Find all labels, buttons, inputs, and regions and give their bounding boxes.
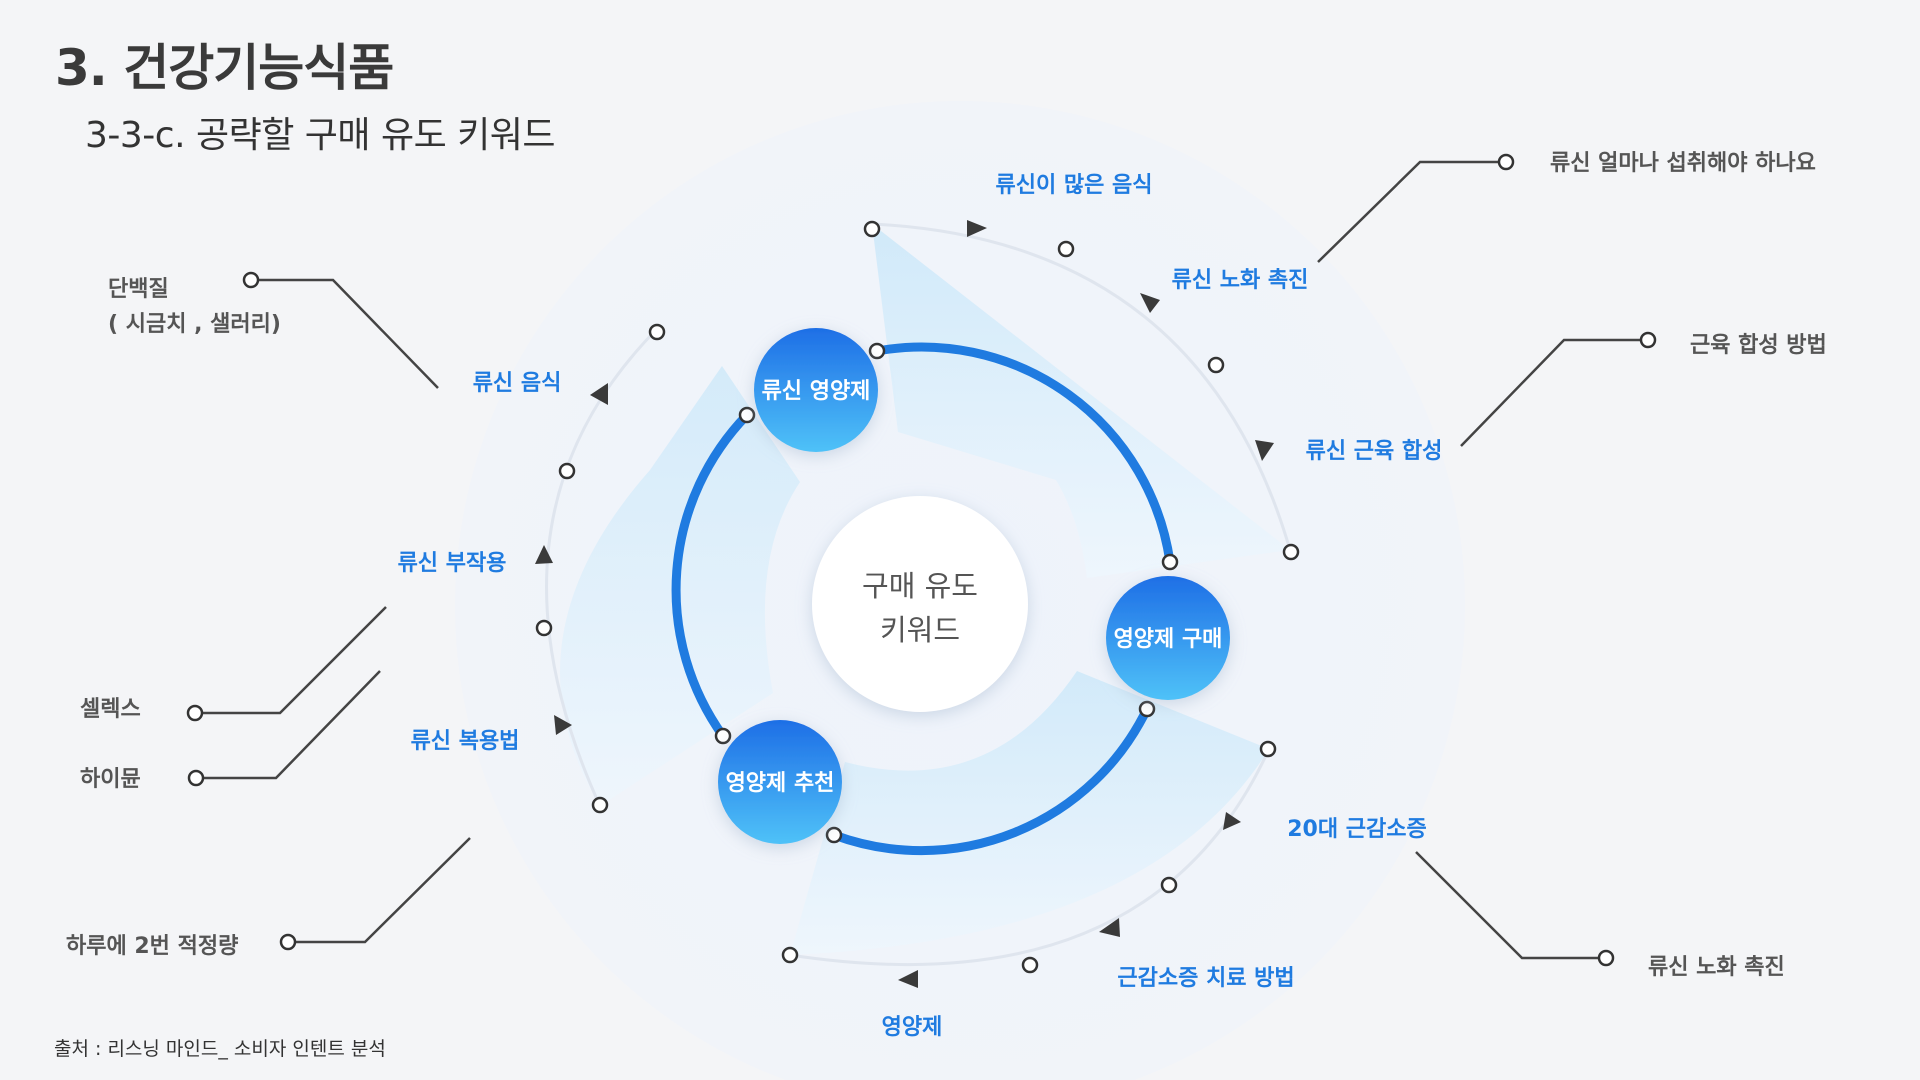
page-subtitle: 3-3-c. 공략할 구매 유도 키워드 (85, 115, 556, 156)
ring-marker (1161, 553, 1179, 571)
outer-label: 류신 얼마나 섭취해야 하나요 (1550, 151, 1816, 176)
node-circle (1106, 576, 1230, 700)
arrow-icon (590, 383, 608, 405)
node-ryusin-supplement: 류신 영양제 (754, 328, 878, 452)
ring-marker (558, 462, 576, 480)
arrow-icon (1223, 812, 1241, 830)
center-title-line2: 키워드 (880, 613, 960, 647)
connector-dot (1639, 331, 1657, 349)
ring-marker (738, 406, 756, 424)
keyword-label: 20대 근감소증 (1287, 817, 1426, 842)
arrow-icon (554, 715, 572, 735)
center-title-line1: 구매 유도 (862, 569, 978, 603)
ring-marker (591, 796, 609, 814)
connector-dot (186, 704, 204, 722)
node-label: 류신 영양제 (762, 379, 871, 404)
sector-band-bottom (790, 671, 1269, 955)
connector-line (1317, 160, 1506, 263)
keyword-label: 류신 복용법 (411, 729, 520, 754)
source-note: 출처 : 리스닝 마인드_ 소비자 인텐트 분석 (54, 1038, 386, 1060)
ring-marker (714, 727, 732, 745)
node-supplement-recommend: 영양제 추천 (718, 720, 842, 844)
node-circle (718, 720, 842, 844)
outer-label: 근육 합성 방법 (1690, 332, 1827, 358)
connector-dot (1597, 949, 1615, 967)
connector-line (251, 278, 439, 389)
ring-marker (781, 946, 799, 964)
outer-label: 하이뮨 (80, 767, 141, 792)
keyword-label: 류신이 많은 음식 (996, 173, 1153, 198)
connector-dot (279, 933, 297, 951)
ring-marker (1207, 356, 1225, 374)
ring-marker (825, 826, 843, 844)
ring-marker (1160, 876, 1178, 894)
node-label: 영양제 추천 (726, 771, 835, 796)
keyword-label: 영양제 (882, 1015, 943, 1040)
connector-line (1415, 851, 1606, 960)
connector-line (288, 837, 471, 944)
ring-marker (863, 220, 881, 238)
page-title: 3. 건강기능식품 (55, 39, 394, 97)
arrow-icon (967, 220, 987, 237)
ring-marker (1057, 240, 1075, 258)
connector-line (196, 670, 381, 780)
keyword-label: 류신 노화 촉진 (1172, 268, 1309, 293)
ring-marker (1259, 740, 1277, 758)
arrow-icon (535, 545, 553, 564)
connector-lines (195, 160, 1648, 960)
outer-arc-top (871, 222, 1292, 551)
connector-line (195, 606, 387, 715)
keyword-label: 류신 음식 (473, 371, 562, 396)
outer-label: 단백질 (108, 277, 169, 302)
node-circle (754, 328, 878, 452)
keyword-label: 근감소증 치료 방법 (1117, 966, 1294, 991)
inner-arc-left (671, 410, 752, 741)
outer-label: 하루에 2번 적정량 (66, 934, 238, 959)
direction-arrows (535, 220, 1274, 988)
keyword-label: 류신 근육 합성 (1306, 438, 1443, 464)
outer-arc-left (545, 328, 658, 807)
ring-markers (535, 220, 1300, 974)
connector-dot (242, 271, 260, 289)
keyword-label: 류신 부작용 (398, 551, 507, 576)
center-circle (812, 496, 1028, 712)
ring-marker (1282, 543, 1300, 561)
outer-label: ( 시금치 , 샐러리) (108, 312, 281, 337)
connector-dots (186, 153, 1657, 967)
arrow-icon (1255, 440, 1274, 461)
outer-label: 류신 노화 촉진 (1648, 955, 1785, 980)
inner-arc-top (872, 342, 1175, 567)
connector-dot (187, 769, 205, 787)
ring-marker (1138, 700, 1156, 718)
ring-marker (1021, 956, 1039, 974)
ring-marker (648, 323, 666, 341)
outer-label: 셀렉스 (80, 697, 141, 722)
arrow-icon (1099, 918, 1120, 937)
inner-arc-bottom (829, 704, 1152, 856)
ring-marker (535, 619, 553, 637)
connector-line (1460, 338, 1648, 447)
node-supplement-purchase: 영양제 구매 (1106, 576, 1230, 700)
arrow-icon (1140, 293, 1160, 313)
connector-dot (1497, 153, 1515, 171)
node-label: 영양제 구매 (1114, 627, 1223, 652)
arrow-icon (898, 970, 918, 988)
ring-marker (868, 342, 886, 360)
